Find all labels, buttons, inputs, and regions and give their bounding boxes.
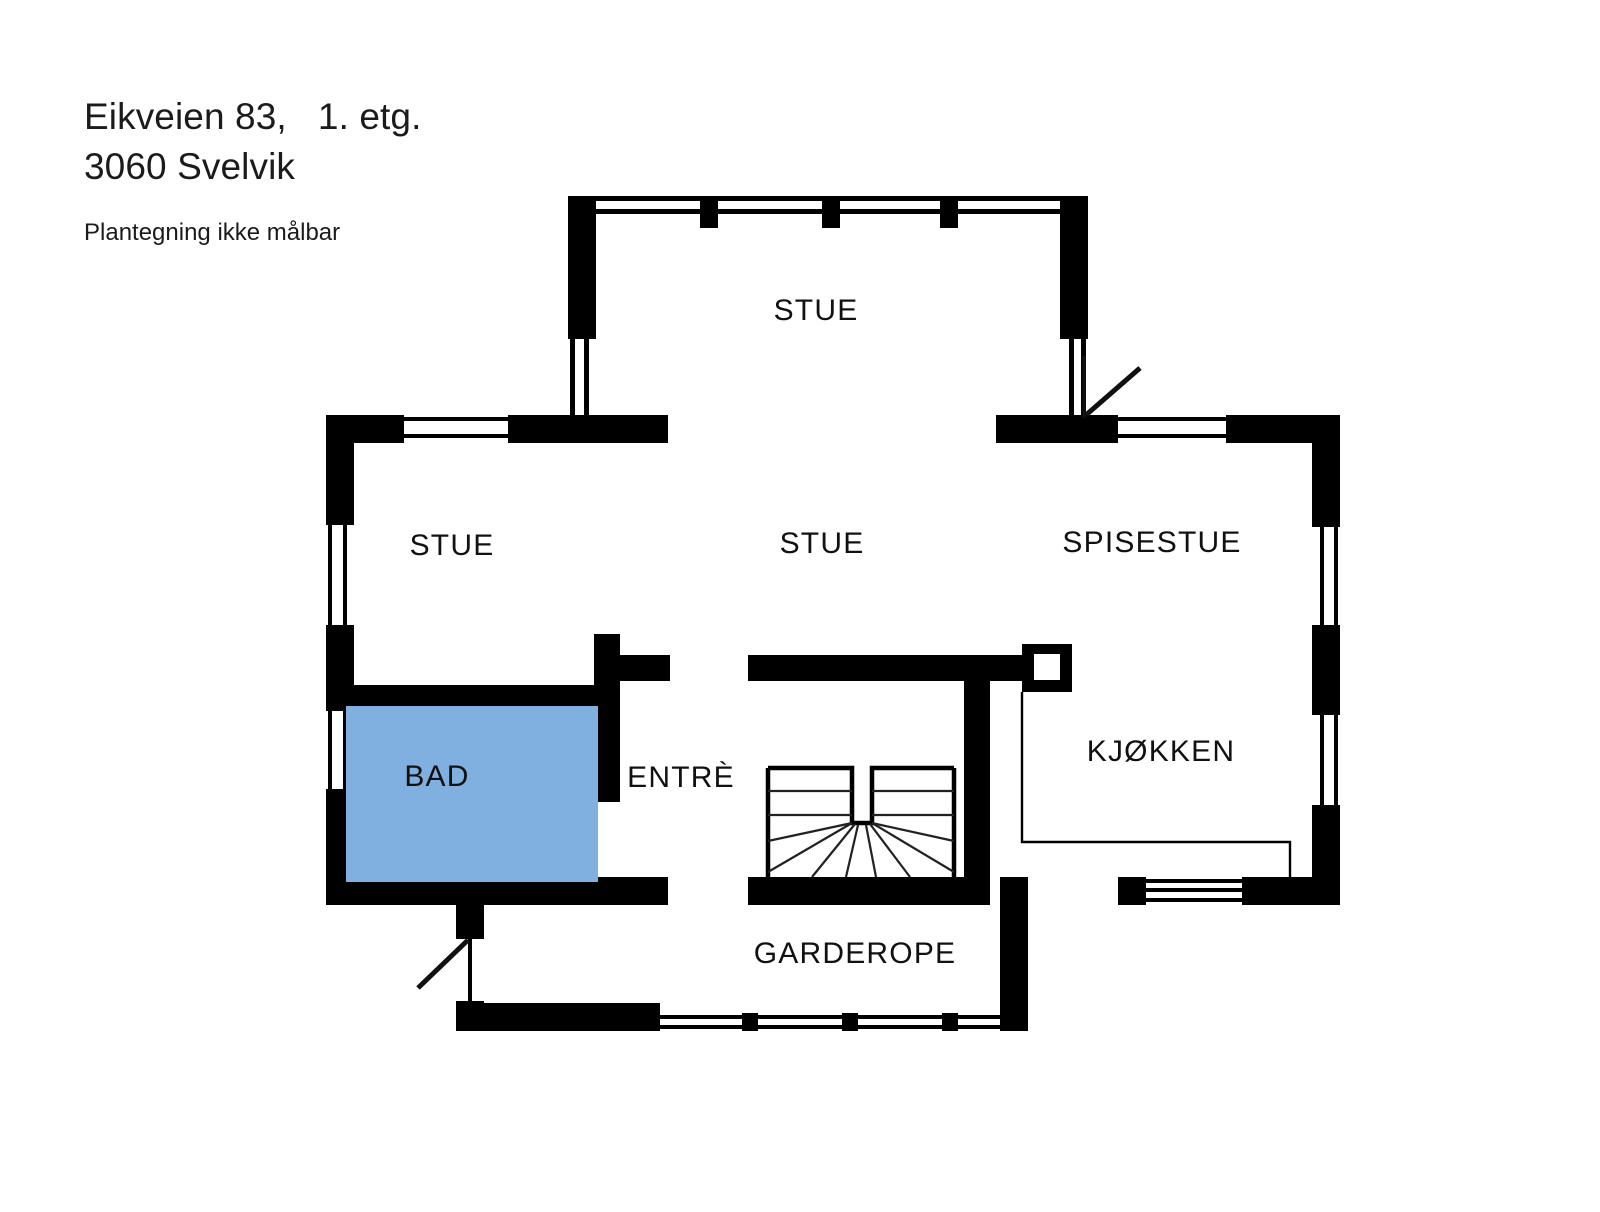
window-south-1-outer [660, 1015, 742, 1019]
window-south-2-inner [758, 1025, 842, 1029]
room-label-stue-west: STUE [410, 529, 495, 562]
main-outer-walls [326, 415, 1340, 905]
door-entry-leaf-line [468, 939, 472, 1001]
wall-right-middle [1312, 625, 1340, 715]
window-south-4-outer [958, 1015, 1000, 1019]
room-label-stue-center: STUE [780, 527, 865, 560]
address-line-2: 3060 Svelvik [84, 146, 295, 187]
wall-stair-south [748, 877, 990, 905]
stair-side-rails [765, 768, 957, 884]
wall-top-right-stub [996, 415, 1118, 443]
wall-south-bottom-left [456, 1003, 660, 1031]
window-top-left-outer [404, 417, 508, 421]
kitchen-counter [1020, 692, 1292, 880]
room-label-garderope: GARDEROPE [754, 937, 957, 970]
wall-south-mullion-3 [942, 1013, 958, 1031]
wall-bad-east [594, 634, 620, 802]
wall-south-right [1000, 877, 1028, 1031]
wall-bay-left [568, 196, 596, 339]
stair-winder-8 [871, 821, 955, 843]
wall-left-upper [326, 415, 354, 525]
window-right-lower-outer [1334, 715, 1338, 805]
wall-top-bay-mullion-1 [700, 196, 718, 228]
window-south-4-inner [958, 1025, 1000, 1029]
wall-south-mullion-1 [742, 1013, 758, 1031]
room-label-stue-north: STUE [774, 294, 859, 327]
stair-well-outline [768, 765, 954, 826]
chimney-void [1034, 654, 1060, 680]
stair-winder-2 [767, 822, 853, 873]
stair-winder-6 [869, 823, 911, 878]
door-dining-swing [1084, 366, 1142, 417]
staircase [765, 765, 957, 884]
window-right-upper-inner [1320, 527, 1324, 625]
stair-winder-5 [864, 824, 878, 878]
scale-disclaimer: Plantegning ikke målbar [84, 219, 341, 246]
door-entry-swing [416, 938, 470, 990]
room-label-bad: BAD [404, 760, 469, 793]
wall-top-bay-mullion-3 [940, 196, 958, 228]
window-kitchen-bottom-mid [1126, 888, 1242, 892]
north-bay-walls [568, 196, 1088, 419]
bathroom-floor-fill [346, 706, 598, 882]
room-label-spisestue: SPISESTUE [1062, 526, 1241, 559]
window-south-3-inner [858, 1025, 942, 1029]
south-wing-walls [456, 877, 1028, 1031]
window-kitchen-bottom-inner [1126, 898, 1242, 902]
kitchen-counter-outline [1020, 692, 1292, 880]
window-south-3-outer [858, 1015, 942, 1019]
wall-stair-east [964, 655, 990, 905]
window-top-right-inner [1118, 434, 1226, 438]
stair-winder-4 [844, 824, 860, 878]
window-right-lower-inner [1320, 715, 1324, 805]
stair-winder-7 [871, 822, 955, 873]
wall-top-bay-mullion-2 [822, 196, 840, 228]
wall-south-left-post-upper [456, 905, 484, 939]
window-left-lower-outer [328, 711, 332, 789]
window-right-upper-outer [1334, 527, 1338, 625]
wall-right-upper [1312, 415, 1340, 527]
window-south-1-inner [660, 1025, 742, 1029]
window-left-upper-outer [328, 525, 332, 625]
stair-winder-1 [767, 821, 853, 843]
window-bay-left-outer [570, 339, 575, 419]
room-labels: STUE STUE STUE SPISESTUE KJØKKEN BAD ENT… [404, 294, 1241, 970]
address-line-1: Eikveien 83, 1. etg. [84, 96, 422, 137]
stair-winder-3 [811, 823, 856, 878]
window-south-2-outer [758, 1015, 842, 1019]
room-label-kjokken: KJØKKEN [1087, 735, 1235, 768]
wall-top-left-to-bay [508, 415, 668, 443]
room-label-entre: ENTRÈ [627, 761, 735, 794]
wall-south-mullion-2 [842, 1013, 858, 1031]
wall-bad-south-post [594, 877, 620, 905]
wall-center-north [748, 655, 964, 681]
window-bay-left-inner [584, 339, 589, 419]
wall-kitchen-bottom-right [1242, 877, 1340, 905]
window-top-left-inner [404, 434, 508, 438]
window-bay-right-inner [1069, 339, 1074, 417]
window-left-lower-inner [343, 711, 347, 789]
title-block: Eikveien 83, 1. etg. 3060 Svelvik Plante… [84, 92, 421, 248]
window-left-upper-inner [343, 525, 347, 625]
stair-treads-right [872, 789, 954, 817]
doors [416, 356, 1142, 990]
stair-treads-left [768, 789, 852, 817]
wall-bay-right [1060, 196, 1088, 339]
wall-bad-east-stub [620, 655, 670, 681]
interior-walls [326, 634, 1072, 905]
window-kitchen-bottom-outer [1126, 879, 1242, 883]
window-top-right-outer [1118, 417, 1226, 421]
